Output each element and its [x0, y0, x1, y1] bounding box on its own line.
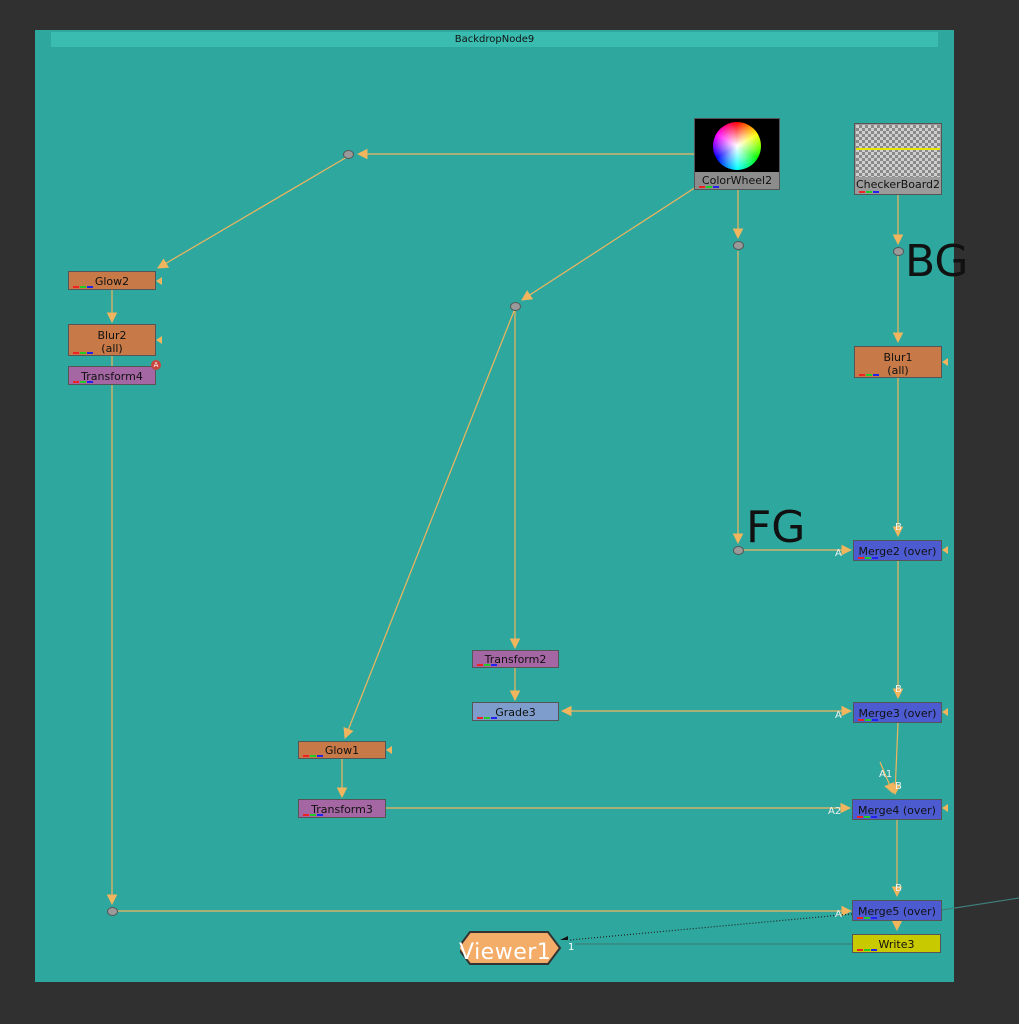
colorwheel-node[interactable]: ColorWheel2: [694, 118, 780, 190]
channel-indicator: [301, 814, 325, 816]
dot-node[interactable]: [733, 546, 744, 555]
merge4-a2-pin: A2: [828, 806, 842, 817]
blur1-sublabel: (all): [887, 364, 909, 377]
mask-input-arrow[interactable]: [942, 546, 948, 554]
viewer-node-shape[interactable]: [460, 928, 570, 968]
grade3-label: Grade3: [495, 706, 536, 719]
merge4-label: Merge4 (over): [858, 804, 936, 817]
transform3-label: Transform3: [311, 803, 373, 816]
channel-indicator: [475, 664, 499, 666]
wire-merge3-merge4: [890, 722, 901, 796]
channel-indicator: [855, 816, 879, 818]
wire-merge5-mask: [941, 897, 1019, 911]
transform2-label: Transform2: [484, 653, 547, 666]
merge2-label: Merge2 (over): [858, 545, 937, 558]
checkerboard-node[interactable]: CheckerBoard2: [854, 123, 942, 195]
wire-merge4-a1: [879, 761, 895, 794]
glow1-node[interactable]: Glow1: [298, 741, 386, 759]
write3-label: Write3: [878, 938, 915, 951]
dot-node[interactable]: [343, 150, 354, 159]
colorwheel-label: ColorWheel2: [695, 172, 779, 189]
channel-indicator: [475, 717, 499, 719]
merge5-label: Merge5 (over): [858, 905, 936, 918]
channel-indicator: [856, 557, 880, 559]
transform2-node[interactable]: Transform2: [472, 650, 559, 668]
checkerboard-line: [856, 148, 940, 150]
glow2-node[interactable]: Glow2: [68, 271, 156, 290]
merge3-b-pin: B: [895, 684, 902, 695]
bg-label: BG: [905, 236, 969, 287]
channel-indicator: [857, 191, 881, 193]
channel-indicator: [857, 374, 881, 376]
viewer-label: Viewer1: [459, 940, 552, 965]
blur2-node[interactable]: Blur2 (all): [68, 324, 156, 356]
wire-dot2-glow1: [343, 310, 515, 740]
mask-input-arrow[interactable]: [156, 336, 162, 344]
merge4-a1-pin: A1: [879, 769, 893, 780]
merge5-b-pin: B: [895, 883, 902, 894]
merge4-b-pin: B: [895, 781, 902, 792]
transform4-node[interactable]: Transform4: [68, 366, 156, 385]
viewer-input-pin: 1: [568, 942, 575, 953]
glow1-label: Glow1: [324, 744, 360, 757]
transform3-node[interactable]: Transform3: [298, 799, 386, 818]
mask-input-arrow[interactable]: [386, 746, 392, 754]
merge5-a-pin: A: [835, 909, 842, 920]
animation-badge: A: [151, 360, 161, 370]
merge4-node[interactable]: Merge4 (over): [852, 799, 942, 820]
blur2-label: Blur2: [97, 329, 127, 342]
channel-indicator: [697, 186, 721, 188]
wire-colorwheel-dot2: [521, 186, 697, 301]
glow2-label: Glow2: [94, 275, 130, 288]
channel-indicator: [855, 917, 879, 919]
backdrop-node[interactable]: BackdropNode9: [35, 30, 954, 982]
dot-node[interactable]: [510, 302, 521, 311]
channel-indicator: [71, 381, 95, 383]
merge3-label: Merge3 (over): [858, 707, 937, 720]
backdrop-title[interactable]: BackdropNode9: [51, 32, 938, 47]
merge2-node[interactable]: Merge2 (over): [853, 540, 942, 561]
channel-indicator: [855, 949, 879, 951]
transform4-label: Transform4: [81, 370, 143, 383]
merge5-node[interactable]: Merge5 (over): [852, 900, 942, 921]
merge3-node[interactable]: Merge3 (over): [853, 702, 942, 723]
channel-indicator: [71, 352, 95, 354]
mask-input-arrow[interactable]: [942, 708, 948, 716]
wire-dot1-glow2: [157, 156, 348, 269]
wire-merge5-viewer: [569, 913, 853, 941]
checkerboard-thumbnail: [856, 125, 940, 177]
mask-input-arrow[interactable]: [156, 277, 162, 285]
grade3-node[interactable]: Grade3: [472, 702, 559, 721]
merge3-a-pin: A: [835, 710, 842, 721]
dot-node[interactable]: [893, 247, 904, 256]
merge2-a-pin: A: [835, 548, 842, 559]
dot-node[interactable]: [733, 241, 744, 250]
colorwheel-thumbnail: [713, 122, 761, 170]
merge2-b-pin: B: [895, 522, 902, 533]
write3-node[interactable]: Write3: [852, 934, 941, 953]
channel-indicator: [856, 719, 880, 721]
checkerboard-label: CheckerBoard2: [855, 178, 941, 191]
blur1-node[interactable]: Blur1 (all): [854, 346, 942, 378]
dot-node[interactable]: [107, 907, 118, 916]
mask-input-arrow[interactable]: [942, 804, 948, 812]
blur2-sublabel: (all): [101, 342, 123, 355]
channel-indicator: [301, 755, 325, 757]
channel-indicator: [71, 286, 95, 288]
blur1-label: Blur1: [883, 351, 913, 364]
mask-input-arrow[interactable]: [942, 358, 948, 366]
fg-label: FG: [746, 502, 806, 553]
